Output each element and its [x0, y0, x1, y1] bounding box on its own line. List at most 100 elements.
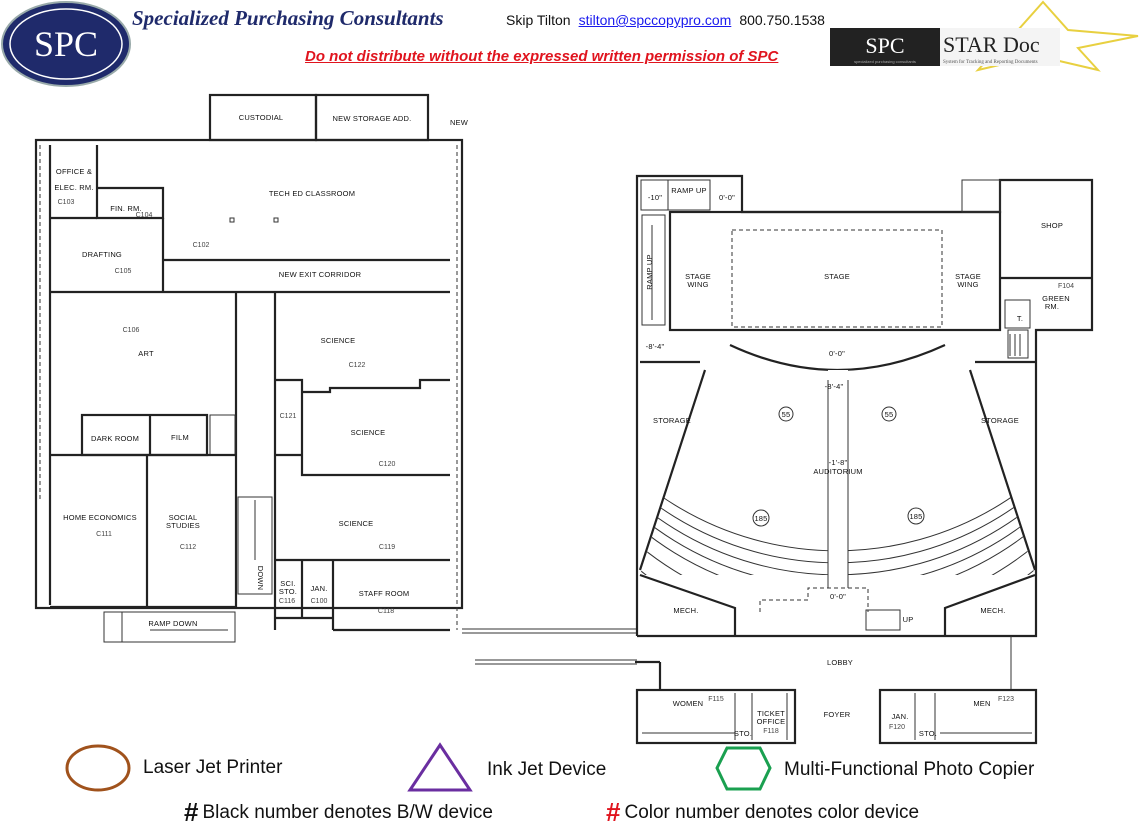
- room-label: DARK ROOM: [91, 434, 139, 443]
- room-label: RAMP DOWN: [148, 619, 197, 628]
- company-name: Specialized Purchasing Consultants: [132, 6, 444, 30]
- room-label: ELEC. RM.: [54, 183, 93, 192]
- auditorium-building-walls: [635, 174, 1094, 745]
- room-label: STO.: [279, 587, 297, 596]
- legend-color: #Color number denotes color device: [606, 797, 919, 828]
- room-label: STAFF ROOM: [359, 589, 410, 598]
- seat-count-badge: 185: [909, 512, 922, 521]
- room-label: DOWN: [256, 566, 265, 591]
- svg-text:SPC: SPC: [34, 24, 98, 64]
- room-label: STAGE: [955, 272, 981, 281]
- room-label: TICKET: [757, 709, 785, 718]
- room-label: NEW EXIT CORRIDOR: [279, 270, 362, 279]
- legend-mfp-label: Multi-Functional Photo Copier: [784, 759, 1035, 780]
- room-label: JAN.: [891, 712, 908, 721]
- room-label: T.: [1017, 314, 1023, 323]
- elevation-label: 0'-0": [830, 592, 846, 601]
- svg-text:SPC: SPC: [865, 33, 904, 58]
- seat-count-badge: 55: [885, 410, 894, 419]
- elevation-label: -1'-8": [829, 458, 848, 467]
- room-label: MECH.: [980, 606, 1005, 615]
- room-label: SHOP: [1041, 221, 1063, 230]
- contact-info: Skip Tilton stilton@spccopypro.com 800.750…: [506, 12, 825, 28]
- room-label: WING: [687, 280, 708, 289]
- room-number: F120: [889, 724, 905, 731]
- room-label: STAGE: [824, 272, 850, 281]
- room-label: RAMP UP: [645, 254, 654, 289]
- room-label: FIN. RM.: [110, 204, 142, 213]
- room-number: C116: [279, 598, 295, 605]
- legend-laser-label: Laser Jet Printer: [143, 757, 283, 778]
- legend-color-label: Color number denotes color device: [624, 802, 920, 823]
- room-number: F118: [763, 728, 779, 735]
- room-label: SCI.: [280, 579, 295, 588]
- email-link[interactable]: stilton@spccopypro.com: [578, 12, 732, 28]
- room-label: SCIENCE: [339, 519, 374, 528]
- elevation-label: 0'-0": [829, 349, 845, 358]
- room-number: F123: [998, 696, 1014, 703]
- room-number: F115: [708, 696, 724, 703]
- room-number: C111: [96, 531, 112, 538]
- seat-count-badge: 185: [754, 514, 767, 523]
- room-label: CUSTODIAL: [239, 113, 284, 122]
- room-label: ART: [138, 349, 154, 358]
- copier-hexagon-icon: [715, 746, 772, 791]
- svg-text:STAR Doc: STAR Doc: [943, 32, 1040, 57]
- room-label: SCIENCE: [351, 428, 386, 437]
- spc-logo: SPC: [1, 1, 131, 87]
- room-label: STO.: [734, 729, 752, 738]
- contact-name: Skip Tilton: [506, 12, 571, 28]
- room-label: FILM: [171, 433, 189, 442]
- laser-printer-circle-icon: [65, 744, 131, 792]
- room-label: STORAGE: [981, 416, 1019, 425]
- room-number: C121: [280, 413, 297, 420]
- legend-bw-label: Black number denotes B/W device: [202, 802, 493, 823]
- room-label: STUDIES: [166, 521, 200, 530]
- room-label: DRAFTING: [82, 250, 122, 259]
- room-label: LOBBY: [827, 658, 853, 667]
- elevation-label: -8'-4": [646, 342, 665, 351]
- room-number: C119: [379, 544, 395, 551]
- inkjet-triangle-icon: [407, 742, 473, 792]
- room-label: OFFICE &: [56, 167, 92, 176]
- room-number: C112: [180, 544, 196, 551]
- room-number: F104: [1058, 283, 1074, 290]
- room-label: RM.: [1045, 302, 1059, 311]
- svg-text:specialized purchasing consult: specialized purchasing consultants: [854, 59, 916, 64]
- room-label: MEN: [973, 699, 990, 708]
- phone-number: 800.750.1538: [739, 12, 825, 28]
- room-number: C122: [349, 362, 366, 369]
- star-doc-logo: SPC specialized purchasing consultants S…: [830, 0, 1139, 72]
- room-label: JAN.: [310, 584, 327, 593]
- auditorium-seating-rows: [640, 370, 1035, 575]
- room-label: UP: [903, 615, 914, 624]
- red-hash-icon: #: [606, 797, 621, 827]
- room-number: C106: [123, 327, 140, 334]
- elevation-label: 0'-0": [719, 193, 735, 202]
- room-label: STO.: [919, 729, 937, 738]
- room-label: AUDITORIUM: [813, 467, 862, 476]
- black-hash-icon: #: [184, 797, 199, 827]
- room-number: C100: [311, 598, 328, 605]
- room-label: SOCIAL: [169, 513, 198, 522]
- svg-text:System for Tracking and Report: System for Tracking and Reporting Docume…: [943, 60, 1038, 65]
- room-number: C105: [115, 268, 132, 275]
- room-label: STORAGE: [653, 416, 691, 425]
- room-number: C120: [379, 461, 396, 468]
- legend-inkjet-label: Ink Jet Device: [487, 759, 607, 780]
- room-label: STAGE: [685, 272, 711, 281]
- room-number: C102: [193, 242, 210, 249]
- left-building-walls: [34, 93, 464, 643]
- room-label: OFFICE: [757, 717, 786, 726]
- room-number: C103: [58, 199, 75, 206]
- room-label: WING: [957, 280, 978, 289]
- room-label: TECH ED CLASSROOM: [269, 189, 355, 198]
- room-label: FOYER: [824, 710, 851, 719]
- room-label: WOMEN: [673, 699, 704, 708]
- room-label: HOME ECONOMICS: [63, 513, 137, 522]
- room-label: MECH.: [673, 606, 698, 615]
- room-label: SCIENCE: [321, 336, 356, 345]
- room-label: GREEN: [1042, 294, 1070, 303]
- room-label: NEW STORAGE ADD.: [333, 114, 412, 123]
